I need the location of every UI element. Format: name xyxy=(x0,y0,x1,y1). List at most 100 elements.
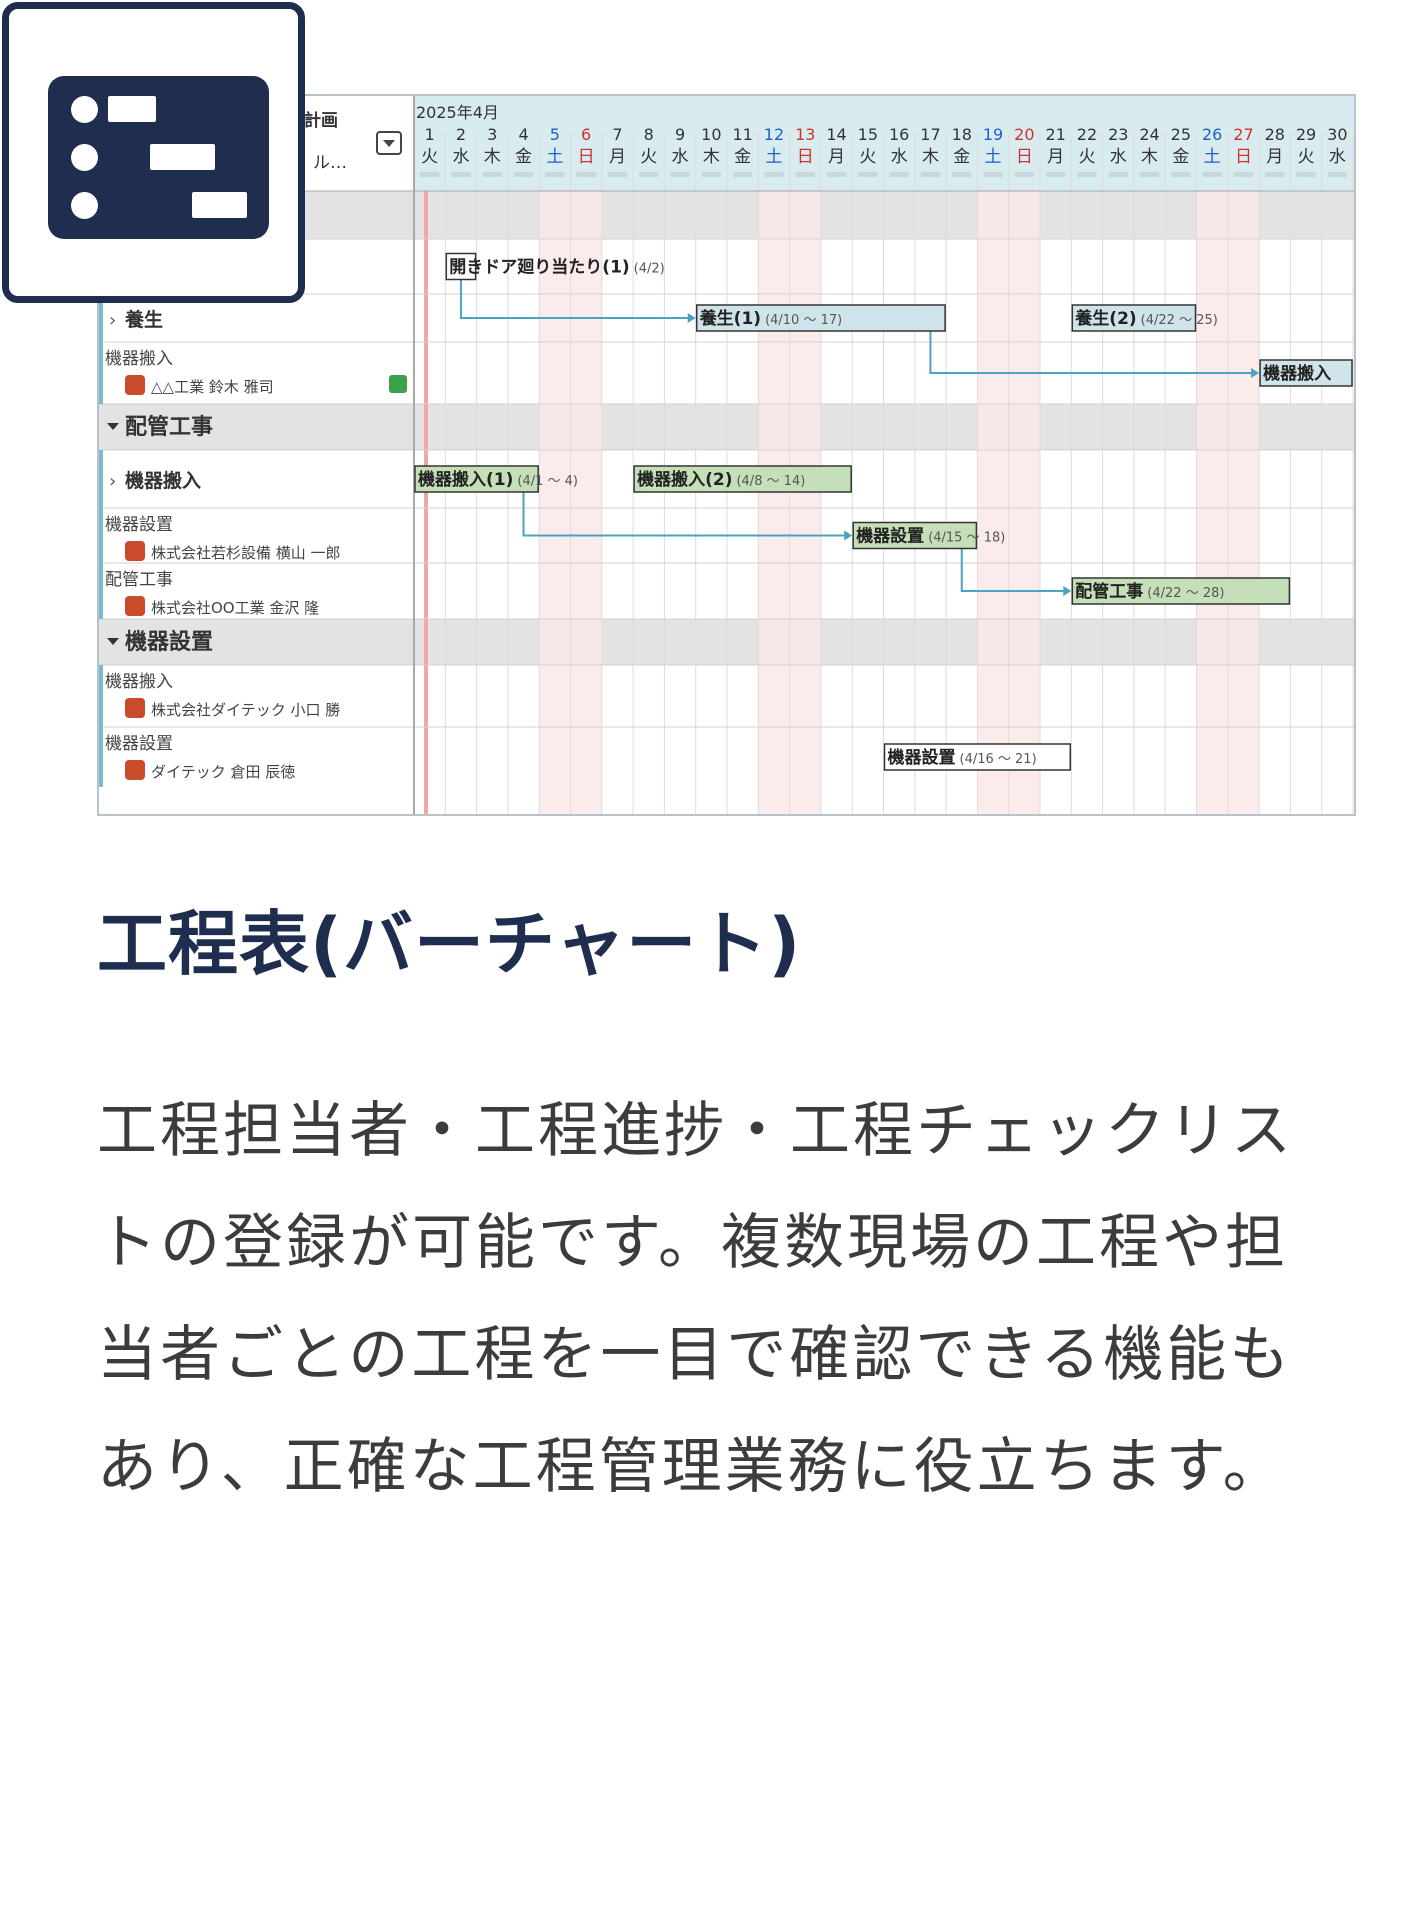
day-number: 26 xyxy=(1202,125,1222,144)
task-bar-label: 機器搬入(2)(4/8 ～ 14) xyxy=(637,469,805,490)
dependency-link xyxy=(459,278,694,319)
day-number: 29 xyxy=(1296,125,1316,144)
task-bar[interactable] xyxy=(883,743,1072,771)
task-bar[interactable] xyxy=(633,465,852,493)
day-number: 1 xyxy=(425,125,435,144)
day-number: 25 xyxy=(1171,125,1191,144)
task-bar-label: 機器搬入(1)(4/1 ～ 4) xyxy=(418,469,578,490)
task-label: 機器設置 xyxy=(105,515,173,535)
weekend-column xyxy=(789,191,821,814)
day-indicator xyxy=(920,172,941,177)
day-indicator xyxy=(1139,172,1160,177)
day-indicator xyxy=(1327,172,1347,177)
task-bar[interactable] xyxy=(1071,577,1291,605)
feature-description: 工程担当者・工程進捗・工程チェックリストの登録が可能です。複数現場の工程や担当者… xyxy=(97,1096,1294,1502)
day-indicator xyxy=(482,172,502,177)
day-number: 27 xyxy=(1233,125,1253,144)
task-bar-dates: (4/22 ～ 28) xyxy=(1147,586,1224,601)
month-label: 2025年4月 xyxy=(416,103,499,122)
memo-icon[interactable] xyxy=(389,375,407,393)
row-accent xyxy=(99,508,103,563)
task-bar[interactable] xyxy=(414,465,539,493)
day-indicator xyxy=(1046,172,1066,177)
day-number: 11 xyxy=(732,125,752,144)
task-bar-dates: (4/2) xyxy=(634,262,665,277)
weekday-label: 木 xyxy=(484,147,501,167)
today-marker xyxy=(424,191,428,814)
day-indicator xyxy=(889,172,909,177)
day-indicator xyxy=(1296,172,1316,177)
section-label: 機器設置 xyxy=(125,629,213,655)
day-indicator xyxy=(1265,172,1285,177)
task-bar-label: 配管工事(4/22 ～ 28) xyxy=(1075,581,1224,602)
day-number: 30 xyxy=(1327,125,1347,144)
day-indicator xyxy=(952,172,972,177)
task-label: 機器搬入 xyxy=(125,469,201,492)
day-indicator xyxy=(1202,172,1222,177)
feature-title: 工程表(バーチャート) xyxy=(97,903,802,985)
dependency-arrow xyxy=(1063,586,1072,596)
task-bar[interactable] xyxy=(445,252,477,281)
task-staff: 株式会社ダイテック 小口 勝 xyxy=(151,701,340,719)
day-number: 20 xyxy=(1014,125,1034,144)
task-bar-dates: (4/16 ～ 21) xyxy=(960,752,1037,767)
task-label: 配管工事 xyxy=(105,570,173,590)
gantt-icon-bar xyxy=(108,96,156,122)
day-indicator xyxy=(733,172,753,177)
weekend-column xyxy=(539,191,571,814)
weekday-label: 日 xyxy=(1016,147,1033,167)
day-indicator xyxy=(513,172,534,177)
company-logo xyxy=(125,760,145,780)
chevron-down-icon xyxy=(383,140,395,147)
task-staff: 株式会社若杉設備 横山 一郎 xyxy=(151,544,341,562)
day-number: 12 xyxy=(764,125,784,144)
chevron-right-icon[interactable]: › xyxy=(109,310,116,331)
task-label: 養生 xyxy=(124,308,163,331)
gantt-svg: 2025年4月計画ル…1火2水3木4金5土6日7月8火9水10木11金12土13… xyxy=(99,96,1354,814)
weekday-label: 日 xyxy=(578,147,595,167)
day-number: 3 xyxy=(487,125,497,144)
weekend-column xyxy=(1227,191,1260,814)
dependency-link xyxy=(960,547,1070,592)
weekday-label: 木 xyxy=(703,147,720,167)
gantt-chart-icon xyxy=(2,2,305,303)
day-indicator xyxy=(1108,172,1128,177)
task-label: 機器設置 xyxy=(105,734,173,754)
company-logo xyxy=(125,541,145,561)
day-indicator xyxy=(670,172,690,177)
name-header-fragment: ル… xyxy=(313,153,347,173)
task-bar[interactable] xyxy=(1259,359,1353,387)
day-indicator xyxy=(576,172,596,177)
day-number: 5 xyxy=(550,125,560,144)
weekday-label: 火 xyxy=(859,147,876,167)
day-indicator xyxy=(858,172,878,177)
chevron-right-icon[interactable]: › xyxy=(109,471,116,492)
row-accent xyxy=(99,563,103,619)
task-bar[interactable] xyxy=(1071,304,1197,332)
weekday-label: 火 xyxy=(1078,147,1095,167)
day-indicator xyxy=(1077,172,1097,177)
task-staff: ダイテック 倉田 辰徳 xyxy=(151,763,295,781)
task-label: 機器搬入 xyxy=(105,349,173,369)
task-staff: 株式会社OO工業 金沢 隆 xyxy=(151,599,319,617)
task-bar-dates: (4/8 ～ 14) xyxy=(736,474,805,489)
weekend-column xyxy=(570,191,602,814)
dependency-link xyxy=(929,330,1258,374)
task-bar[interactable] xyxy=(852,521,978,550)
dependency-arrow xyxy=(1251,368,1260,378)
day-number: 28 xyxy=(1265,125,1285,144)
day-number: 8 xyxy=(644,125,654,144)
task-bar-label: 養生(1)(4/10 ～ 17) xyxy=(699,308,843,329)
day-number: 13 xyxy=(795,125,815,144)
company-logo xyxy=(125,698,145,718)
weekend-column xyxy=(1196,191,1228,814)
gantt-chart-icon-panel xyxy=(48,76,269,239)
day-indicator xyxy=(1233,172,1254,177)
task-bar[interactable] xyxy=(695,304,946,332)
section-collapse-icon[interactable] xyxy=(107,423,119,430)
weekday-label: 月 xyxy=(828,147,845,167)
row-accent xyxy=(99,450,103,508)
section-collapse-icon[interactable] xyxy=(107,638,119,645)
day-number: 18 xyxy=(952,125,972,144)
